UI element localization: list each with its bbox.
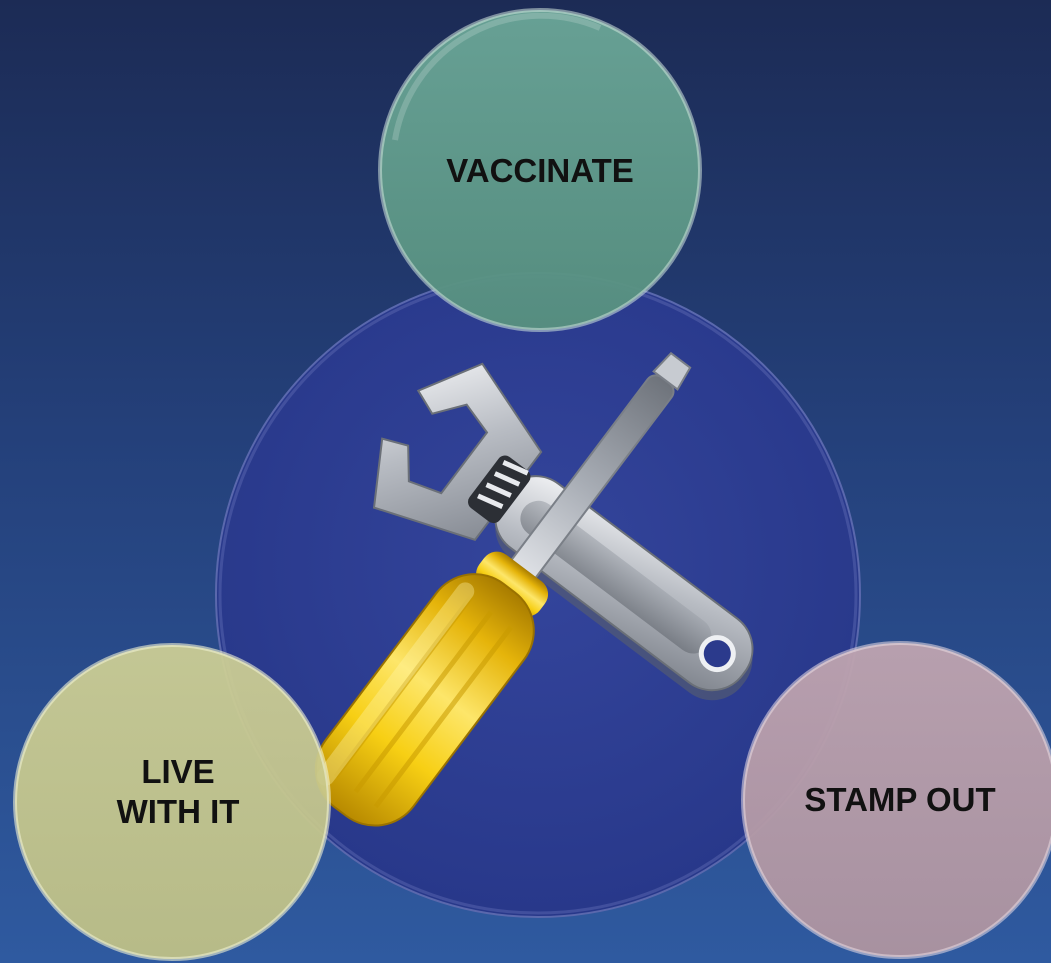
vaccinate-label-text: VACCINATE [390,151,690,191]
live-with-it-line-2: WITH IT [28,792,328,832]
stamp-out-label-text: STAMP OUT [755,780,1045,820]
stamp-out-label: STAMP OUT [755,780,1045,820]
vaccinate-label: VACCINATE [390,151,690,191]
live-with-it-label: LIVE WITH IT [28,752,328,832]
live-with-it-line-1: LIVE [28,752,328,792]
